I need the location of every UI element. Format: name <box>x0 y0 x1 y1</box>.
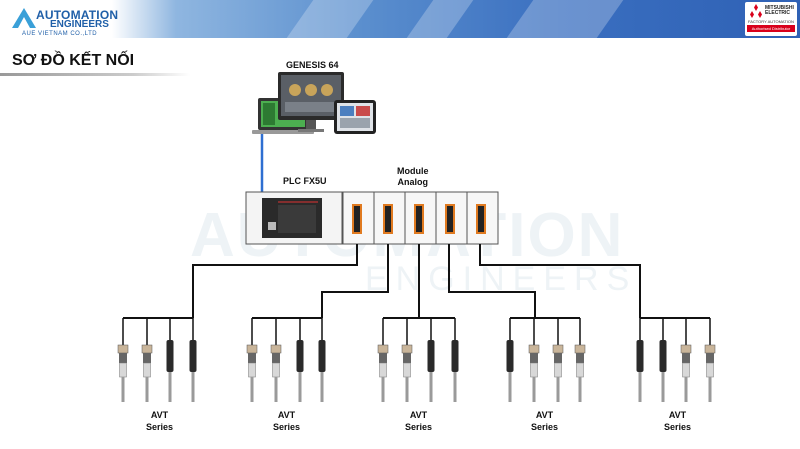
sensor-group-label-line1: AVT <box>277 410 296 420</box>
avt-sensor-icon <box>636 318 644 402</box>
monitor-icon <box>278 72 344 132</box>
analog-module <box>404 191 437 245</box>
mitsubishi-diamonds-icon <box>750 4 762 18</box>
company-logo: AUTOMATION ENGINEERS AUE VIETNAM CO.,LTD <box>10 6 130 37</box>
avt-sensor-icon <box>117 318 129 402</box>
hmi-devices <box>252 72 376 134</box>
sensor-group-label-line1: AVT <box>150 410 169 420</box>
partner-sub: FACTORY AUTOMATION <box>748 19 794 24</box>
wire-group-2 <box>321 244 389 318</box>
sensor-group-label-line2: Series <box>146 422 174 432</box>
brand-line3: AUE VIETNAM CO.,LTD <box>22 31 98 37</box>
sensor-group-label-line1: AVT <box>409 410 428 420</box>
sensor-group-label-line2: Series <box>664 422 692 432</box>
header-band <box>0 0 800 38</box>
avt-sensor-icon <box>659 318 667 402</box>
module-label: Module Analog <box>397 166 429 187</box>
hmi-label: GENESIS 64 <box>286 60 339 70</box>
sensor-group-label-line2: Series <box>405 422 433 432</box>
sensor-group-label-line1: AVT <box>668 410 687 420</box>
avt-sensor-icon <box>574 318 586 402</box>
sensor-group-label-3: AVT Series <box>405 409 432 433</box>
sensor-group-label-4: AVT Series <box>531 409 558 433</box>
plc-label: PLC FX5U <box>283 176 327 186</box>
tablet-icon <box>334 100 376 134</box>
sensor-group-label-line1: AVT <box>535 410 554 420</box>
avt-sensor-icon <box>680 318 692 402</box>
avt-sensor-icon <box>318 318 326 402</box>
brand-line1: AUTOMATION <box>36 8 119 22</box>
partner-logo: MITSUBISHI ELECTRIC FACTORY AUTOMATION A… <box>745 2 797 36</box>
analog-module <box>466 191 499 245</box>
avt-sensor-icon <box>552 318 564 402</box>
analog-module <box>373 191 406 245</box>
avt-sensor-icon <box>528 318 540 402</box>
avt-sensor-icon <box>166 318 174 402</box>
avt-sensor-icon <box>704 318 716 402</box>
avt-sensor-icon <box>451 318 459 402</box>
logo-mark-icon <box>12 8 36 28</box>
plc-unit <box>245 191 343 245</box>
wire-group-4 <box>448 244 536 318</box>
partner-name: MITSUBISHI ELECTRIC <box>765 5 794 16</box>
avt-sensor-icon <box>246 318 258 402</box>
sensor-group-label-line2: Series <box>531 422 559 432</box>
analog-wiring <box>123 244 710 319</box>
wire-group-1 <box>192 244 358 318</box>
avt-sensor-icon <box>270 318 282 402</box>
avt-sensor-icon <box>401 318 413 402</box>
avt-sensor-icon <box>141 318 153 402</box>
wire-group-5 <box>479 244 641 318</box>
sensor-group-label-1: AVT Series <box>146 409 173 433</box>
avt-sensor-icon <box>189 318 197 402</box>
sensor-group-label-2: AVT Series <box>273 409 300 433</box>
analog-modules <box>342 191 499 245</box>
avt-sensor-icon <box>427 318 435 402</box>
sensor-group-label-line2: Series <box>273 422 301 432</box>
title-underline <box>0 73 190 76</box>
analog-module <box>342 191 375 245</box>
sensor-field <box>117 318 716 402</box>
sensor-group-label-5: AVT Series <box>664 409 691 433</box>
avt-sensor-icon <box>377 318 389 402</box>
avt-sensor-icon <box>506 318 514 402</box>
avt-sensor-icon <box>296 318 304 402</box>
page-title: SƠ ĐỒ KẾT NỐI <box>12 52 135 69</box>
brand-line2: ENGINEERS <box>50 19 109 30</box>
analog-module <box>435 191 468 245</box>
partner-badge: Authorised Distributor <box>747 25 795 32</box>
